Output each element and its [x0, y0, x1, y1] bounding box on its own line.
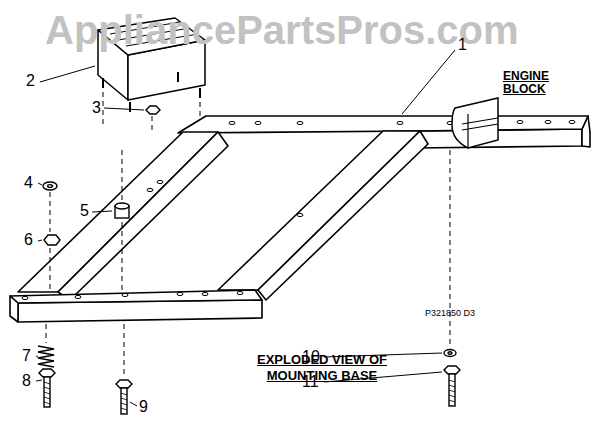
dashed-line [103, 92, 104, 128]
bolt-shaft [44, 377, 50, 407]
spacer-top [115, 203, 129, 209]
leader-line [402, 50, 455, 114]
callout-number: 2 [26, 72, 35, 90]
hole [202, 292, 208, 295]
hole [147, 188, 153, 191]
hole [255, 121, 261, 124]
bottom-rail-end [10, 296, 18, 322]
nut [146, 106, 160, 114]
callout-number: 8 [22, 372, 31, 390]
leader-line [40, 66, 95, 82]
left-diagonal-flange [58, 132, 228, 300]
hole [297, 213, 303, 216]
callout-number: 6 [24, 231, 33, 249]
bolt-shaft [121, 388, 127, 414]
dashed-line [46, 324, 47, 343]
hole [517, 120, 523, 123]
dashed-line [124, 324, 125, 376]
engine-block-outline [452, 98, 498, 148]
leader-line [38, 183, 42, 185]
drawing-number: P321850 D3 [425, 309, 475, 319]
dashed-line [200, 102, 201, 116]
bolt-head [116, 380, 132, 388]
dashed-line [152, 116, 153, 132]
hole [297, 121, 303, 124]
hole [75, 295, 81, 298]
washer [43, 182, 57, 190]
hole [229, 121, 235, 124]
callout-number: 9 [139, 398, 148, 416]
thread [449, 380, 455, 402]
frame [10, 116, 590, 322]
mounting-holes [22, 120, 575, 299]
dashed-line [122, 150, 123, 202]
hole [569, 120, 575, 123]
dashed-line [122, 222, 123, 290]
nut [44, 235, 60, 245]
leader-line [36, 380, 42, 381]
engine-block-label: ENGINE BLOCK [503, 70, 565, 96]
thread [44, 382, 50, 404]
hole [545, 120, 551, 123]
bolt-shaft [449, 374, 455, 406]
hole [157, 180, 163, 183]
leader-line [104, 108, 144, 110]
callout-number: 5 [80, 202, 89, 220]
engine-block-face [462, 114, 498, 148]
bolt-head [444, 366, 460, 374]
spring [38, 346, 54, 367]
leader-line [92, 211, 112, 212]
leader-line [130, 402, 137, 406]
hardware [38, 106, 460, 414]
hole [177, 292, 183, 295]
watermark: AppliancePartsPros.com [45, 8, 519, 52]
callout-number: 3 [92, 99, 101, 117]
washer [444, 350, 456, 357]
thread [121, 393, 127, 410]
diagram-title: EXPLODED VIEW OF MOUNTING BASE [236, 352, 408, 385]
hole [397, 121, 403, 124]
leader-line [36, 356, 38, 357]
bottom-rail [10, 290, 262, 303]
hole [22, 296, 28, 299]
assembly-lines [46, 92, 450, 376]
callout-number: 1 [458, 36, 467, 54]
washer-hole [48, 185, 53, 188]
dashed-line [50, 248, 51, 290]
callout-number: 7 [22, 347, 31, 365]
right-diagonal-flange [258, 131, 428, 300]
bolt-head [39, 369, 55, 377]
hole [237, 291, 243, 294]
right-diagonal [218, 131, 420, 290]
left-diagonal [18, 132, 218, 292]
engine-block-symbol [452, 98, 498, 148]
leader-line [38, 240, 42, 241]
dashed-line [50, 192, 51, 232]
washer-hole [448, 352, 452, 354]
hole [122, 293, 128, 296]
callout-number: 4 [24, 174, 33, 192]
leader-lines [36, 50, 455, 406]
